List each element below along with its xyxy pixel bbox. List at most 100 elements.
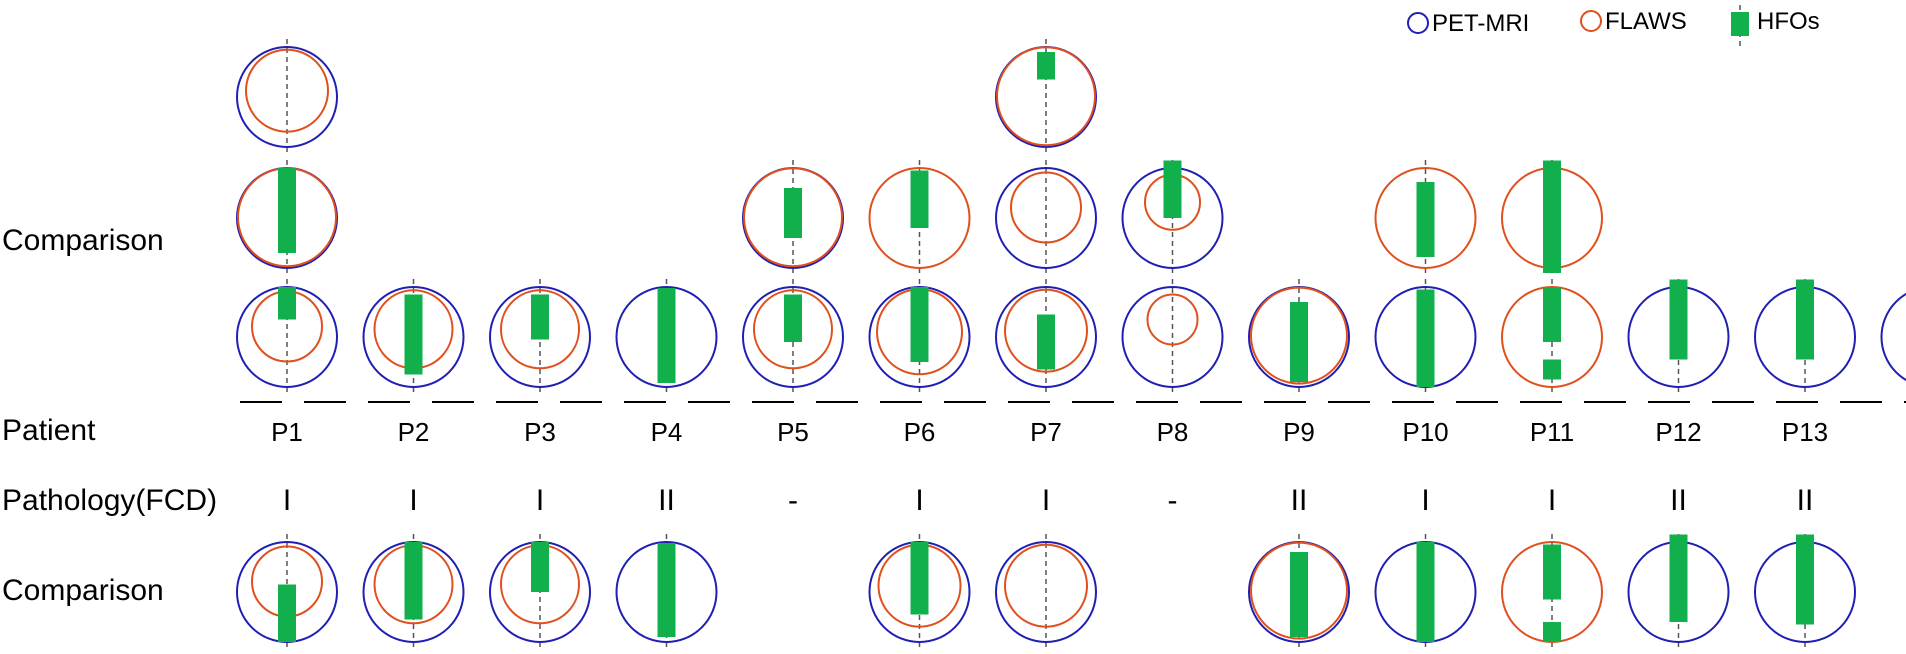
hfo-bar [531,542,549,592]
flaws-circle [1250,541,1348,640]
hfo-bar [657,288,676,383]
patient-label-p1: P1 [271,417,303,447]
legend-pet-mri-icon [1407,12,1429,34]
pet-mri-circle [362,286,465,388]
pet-mri-circle [995,286,1097,388]
pathology-label-p2: I [409,484,417,517]
pathology-label-p5: - [788,484,798,517]
glyph-p11-level-1 [1501,279,1603,395]
glyph-p7-level-2 [995,160,1097,276]
flaws-circle [743,167,843,268]
pathology-label-p7: I [1042,484,1050,517]
pet-mri-circle [1880,292,1906,382]
pathology-label-p12: II [1670,484,1687,517]
hfo-bar [404,294,423,375]
hfo-bar [1037,314,1055,370]
hfo-bar [1416,182,1435,257]
flaws-circle [1004,543,1088,628]
glyph-p7-level-1 [995,279,1097,395]
pet-mri-circle [615,541,718,643]
flaws-circle [996,46,1096,147]
hfo-bar [1669,279,1688,360]
patient-label-p5: P5 [777,417,809,447]
glyph-p14-level-1 [1880,292,1906,382]
glyph-p8-level-1 [1121,279,1224,395]
flaws-circle [500,289,580,370]
flaws-circle [868,167,971,269]
pet-mri-circle [236,46,338,148]
patient-label-p10: P10 [1402,417,1448,447]
hfo-bar [1037,52,1055,80]
glyph-p12-level-1 [1627,279,1730,395]
pathology-label-p4: II [658,484,675,517]
glyph-p4-level-1 [615,279,718,395]
pathology-label-p10: I [1421,484,1429,517]
glyph-p10-level-2 [1374,160,1477,276]
glyph-bottom-p7 [995,534,1097,650]
glyph-p1-level-2 [236,160,338,276]
legend-flaws-label: FLAWS [1605,8,1687,35]
hfo-bar [278,168,296,253]
row-label-pathology: Pathology(FCD) [2,484,217,517]
patient-label-p8: P8 [1157,417,1189,447]
row-label-patient: Patient [2,414,96,447]
glyph-p8-level-2 [1121,160,1224,276]
glyph-p1-level-1 [236,279,338,395]
legend-hfos-icon [1731,12,1749,36]
glyph-bottom-p1 [236,534,338,650]
pathology-label-p6: I [915,484,923,517]
patient-label-p9: P9 [1283,417,1315,447]
flaws-circle [245,48,329,133]
row-label-comparison-bottom: Comparison [2,574,164,607]
patient-label-p2: P2 [398,417,430,447]
hfo-bar [1543,160,1561,273]
flaws-circle [1250,286,1348,385]
glyph-p5-level-1 [742,279,844,395]
glyph-bottom-p10 [1374,534,1477,650]
hfo-bar [1796,534,1814,625]
patient-labels: P1P2P3P4P5P6P7P8P9P10P11P12P13P14 [271,417,1828,447]
hfo-bar [1290,302,1308,382]
pathology-label-p9: II [1291,484,1308,517]
hfo-bar [531,294,549,340]
glyph-p9-level-1 [1248,279,1350,395]
hfo-bar [404,542,423,620]
patient-label-p12: P12 [1655,417,1701,447]
glyph-bottom-p13 [1754,534,1856,650]
glyph-p1-level-3 [236,39,338,155]
glyph-p13-level-1 [1754,279,1856,395]
patient-label-p7: P7 [1030,417,1062,447]
hfo-bar [1543,622,1561,642]
patient-label-p3: P3 [524,417,556,447]
pathology-label-p13: II [1797,484,1814,517]
pet-mri-circle [742,286,844,388]
hfo-bar [1290,552,1308,637]
glyph-bottom-p11 [1501,534,1603,650]
hfo-bar [784,188,802,238]
glyph-bottom-p4 [615,534,718,650]
hfo-bar [1796,279,1814,360]
flaws-circle [1004,288,1088,373]
patient-label-p4: P4 [651,417,683,447]
pathology-label-p3: I [536,484,544,517]
hfo-bar [1163,160,1182,218]
hfo-bar [278,287,296,320]
glyph-p7-level-3 [995,39,1097,155]
hfo-bar [278,584,296,642]
hfo-bar [784,294,802,342]
hfo-bar [1416,542,1435,642]
legend: PET-MRI FLAWS HFOs [1407,5,1820,50]
glyph-p3-level-1 [489,279,591,395]
pet-mri-circle [489,286,591,388]
legend-flaws-icon [1580,10,1602,32]
hfo-bar [910,170,929,228]
hfo-bar [657,543,676,637]
glyph-bottom-p9 [1248,534,1350,650]
legend-hfos-label: HFOs [1757,8,1820,35]
hfo-bar [1543,544,1561,600]
hfo-bar [910,542,929,615]
glyph-p6-level-1 [868,279,971,395]
top-comparison-glyphs [236,39,1906,395]
patient-label-p11: P11 [1530,417,1574,447]
